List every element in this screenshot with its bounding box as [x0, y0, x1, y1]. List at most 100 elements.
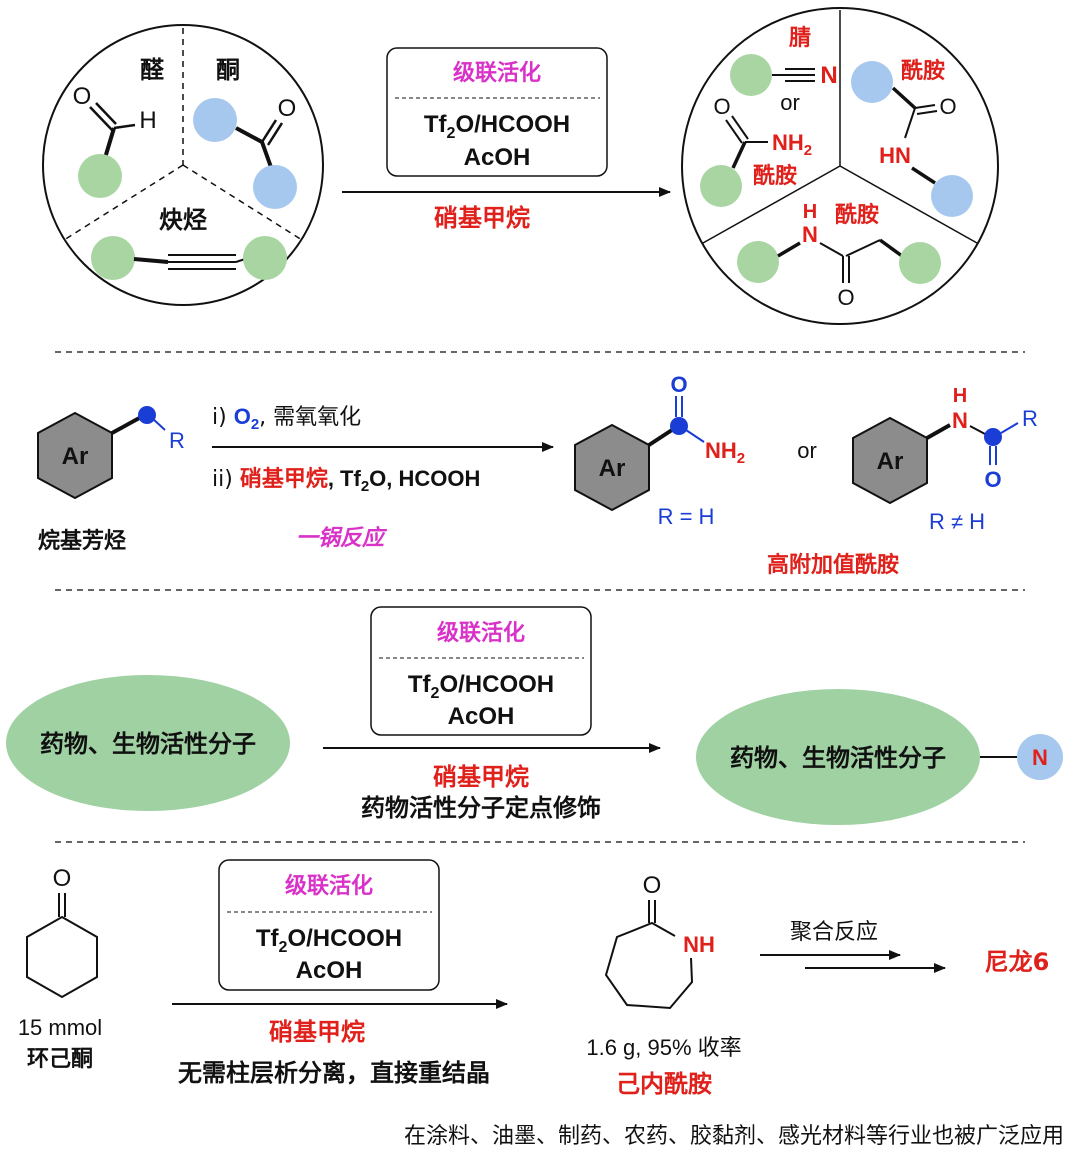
atom-NH: NH	[683, 932, 715, 957]
bond	[151, 417, 166, 431]
atom-O: O	[837, 285, 854, 310]
atom-N: N	[952, 408, 968, 433]
divider-dashed	[182, 164, 303, 241]
atom-O: O	[713, 94, 730, 119]
product-label: 药物、生物活性分子	[730, 744, 946, 772]
panel-3-late-stage: 级联活化 Tf2O/HCOOH AcOH 药物、生物活性分子 硝基甲烷 药物活性…	[6, 606, 1063, 825]
bond	[845, 239, 881, 257]
arene-label: Ar	[877, 448, 904, 475]
bond	[113, 123, 136, 130]
substrate-label: 烷基芳烃	[38, 528, 126, 554]
atom-H: H	[803, 201, 817, 223]
bond	[1000, 422, 1019, 434]
substrate-ellipse	[6, 675, 290, 811]
product-condition: R = H	[658, 504, 715, 529]
conditions-title: 级联活化	[453, 60, 541, 86]
step-2-condition: ii) 硝基甲烷, Tf2O, HCOOH	[212, 466, 480, 495]
carbonyl-carbon-dot	[984, 428, 1002, 446]
blue-substituent-circle	[253, 165, 297, 209]
panel-1-product-circle: 腈 N or O NH2 酰胺 酰胺 O HN H N 酰胺	[681, 7, 999, 325]
product-ellipse	[696, 689, 980, 825]
divider-dashed	[63, 164, 184, 241]
polymerization-label: 聚合反应	[790, 920, 878, 945]
amide-label: 酰胺	[835, 203, 879, 228]
modification-label: 药物活性分子定点修饰	[361, 794, 601, 822]
reagent-line-1: Tf2O/HCOOH	[424, 111, 570, 142]
nitrogen-badge	[1017, 734, 1063, 780]
green-substituent-circle	[737, 241, 779, 283]
bond	[916, 110, 938, 115]
bond	[891, 86, 917, 110]
nitrogen-badge-label: N	[1032, 745, 1048, 770]
bond	[969, 425, 986, 435]
bond	[235, 126, 263, 144]
or-label: or	[797, 438, 817, 463]
green-substituent-circle	[730, 54, 772, 96]
benzylic-carbon-dot	[138, 406, 156, 424]
bond	[914, 104, 936, 109]
atom-N: N	[820, 62, 837, 89]
conditions-box	[370, 606, 592, 736]
blue-substituent-circle	[193, 98, 237, 142]
bond	[926, 423, 951, 440]
aldehyde-label: 醛	[140, 56, 165, 84]
bond	[725, 119, 743, 144]
bond	[111, 414, 144, 435]
green-substituent-circle	[700, 165, 742, 207]
blue-substituent-circle	[931, 175, 973, 217]
bond	[103, 127, 116, 159]
bond	[685, 429, 705, 443]
panel-1-substrate-circle: 醛 酮 O H O 炔烃	[42, 24, 324, 306]
alkyne-label: 炔烃	[159, 206, 207, 234]
conditions-title: 级联活化	[437, 620, 525, 646]
or-label: or	[780, 90, 800, 115]
bond	[777, 241, 801, 258]
divider	[702, 165, 841, 244]
conditions-box	[386, 47, 608, 177]
amide-label: 酰胺	[901, 59, 945, 84]
atom-O: O	[278, 95, 297, 122]
cyclohexane-ring	[26, 915, 98, 999]
arene-label: Ar	[599, 455, 626, 482]
atom-HN: HN	[879, 143, 911, 168]
amide-label: 酰胺	[753, 164, 797, 189]
reagent-line-1: Tf2O/HCOOH	[256, 925, 402, 956]
bond	[266, 122, 284, 146]
reagent-line-2: AcOH	[296, 957, 363, 984]
r-group-label: R	[1022, 406, 1038, 431]
atom-O: O	[670, 372, 687, 397]
atom-O: O	[73, 83, 92, 110]
atom-O: O	[53, 865, 72, 892]
blue-substituent-circle	[851, 61, 893, 103]
reagent-line-1: Tf2O/HCOOH	[408, 671, 554, 702]
atom-N: N	[802, 222, 818, 247]
panel-2-oxidation: Ar R 烷基芳烃 i) O2, 需氧氧化 ii) 硝基甲烷, Tf2O, HC…	[37, 372, 1038, 578]
bond	[819, 242, 844, 257]
substrate-amount: 15 mmol	[18, 1015, 102, 1040]
bond	[260, 141, 274, 171]
solvent-label: 硝基甲烷	[269, 1018, 365, 1046]
panel-4-caprolactam: O 15 mmol 环己酮 级联活化 Tf2O/HCOOH AcOH 硝基甲烷 …	[18, 859, 1064, 1149]
green-substituent-circle	[243, 236, 287, 280]
atom-O: O	[984, 467, 1001, 492]
bond	[904, 107, 916, 139]
one-pot-label: 一锅反应	[296, 525, 388, 551]
atom-O: O	[643, 872, 662, 899]
green-substituent-circle	[91, 236, 135, 280]
conditions-box	[218, 859, 440, 991]
nitrile-label: 腈	[789, 25, 811, 51]
bond	[731, 141, 747, 169]
purification-label: 无需柱层析分离，直接重结晶	[178, 1059, 490, 1087]
panel-1-conditions: 级联活化 Tf2O/HCOOH AcOH 硝基甲烷	[342, 47, 671, 232]
green-substituent-circle	[78, 154, 122, 198]
reagent-line-2: AcOH	[464, 144, 531, 171]
bond	[133, 257, 169, 264]
green-substituent-circle	[899, 242, 941, 284]
nylon-label: 尼龙6	[985, 948, 1050, 976]
divider	[839, 165, 978, 244]
solvent-label: 硝基甲烷	[434, 204, 530, 232]
atom-NH2: NH2	[772, 130, 812, 159]
conditions-title: 级联活化	[285, 873, 373, 899]
reagent-line-2: AcOH	[448, 703, 515, 730]
